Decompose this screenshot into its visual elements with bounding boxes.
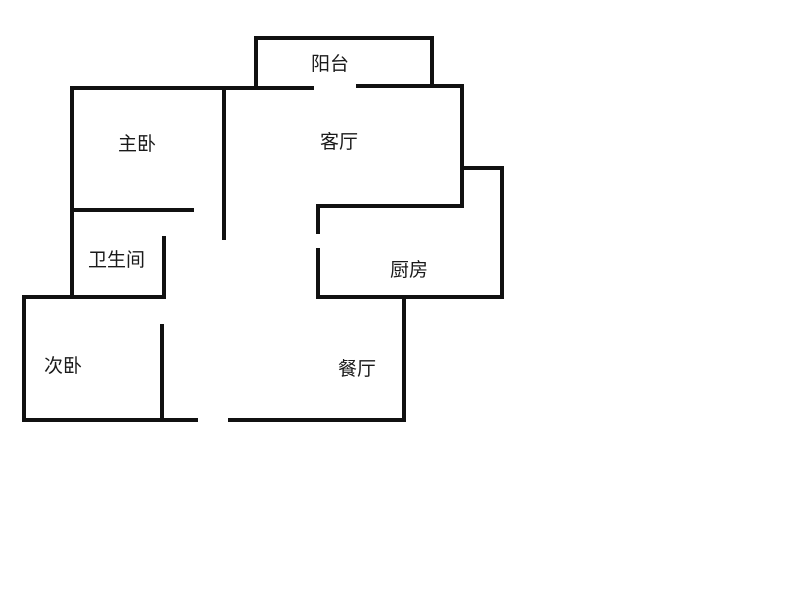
balcony-wall <box>254 36 434 88</box>
dining-room-label: 餐厅 <box>338 358 376 380</box>
living-room-label: 客厅 <box>320 131 358 153</box>
master-bedroom-label: 主卧 <box>118 133 156 155</box>
room-labels: 阳台 主卧 客厅 卫生间 厨房 次卧 餐厅 <box>44 53 428 380</box>
bathroom-label: 卫生间 <box>88 249 145 271</box>
kitchen-label: 厨房 <box>390 259 428 281</box>
walls <box>22 36 504 422</box>
balcony-label: 阳台 <box>311 53 349 75</box>
second-bedroom-label: 次卧 <box>44 355 82 377</box>
kitchen-outer-wall <box>460 166 504 299</box>
